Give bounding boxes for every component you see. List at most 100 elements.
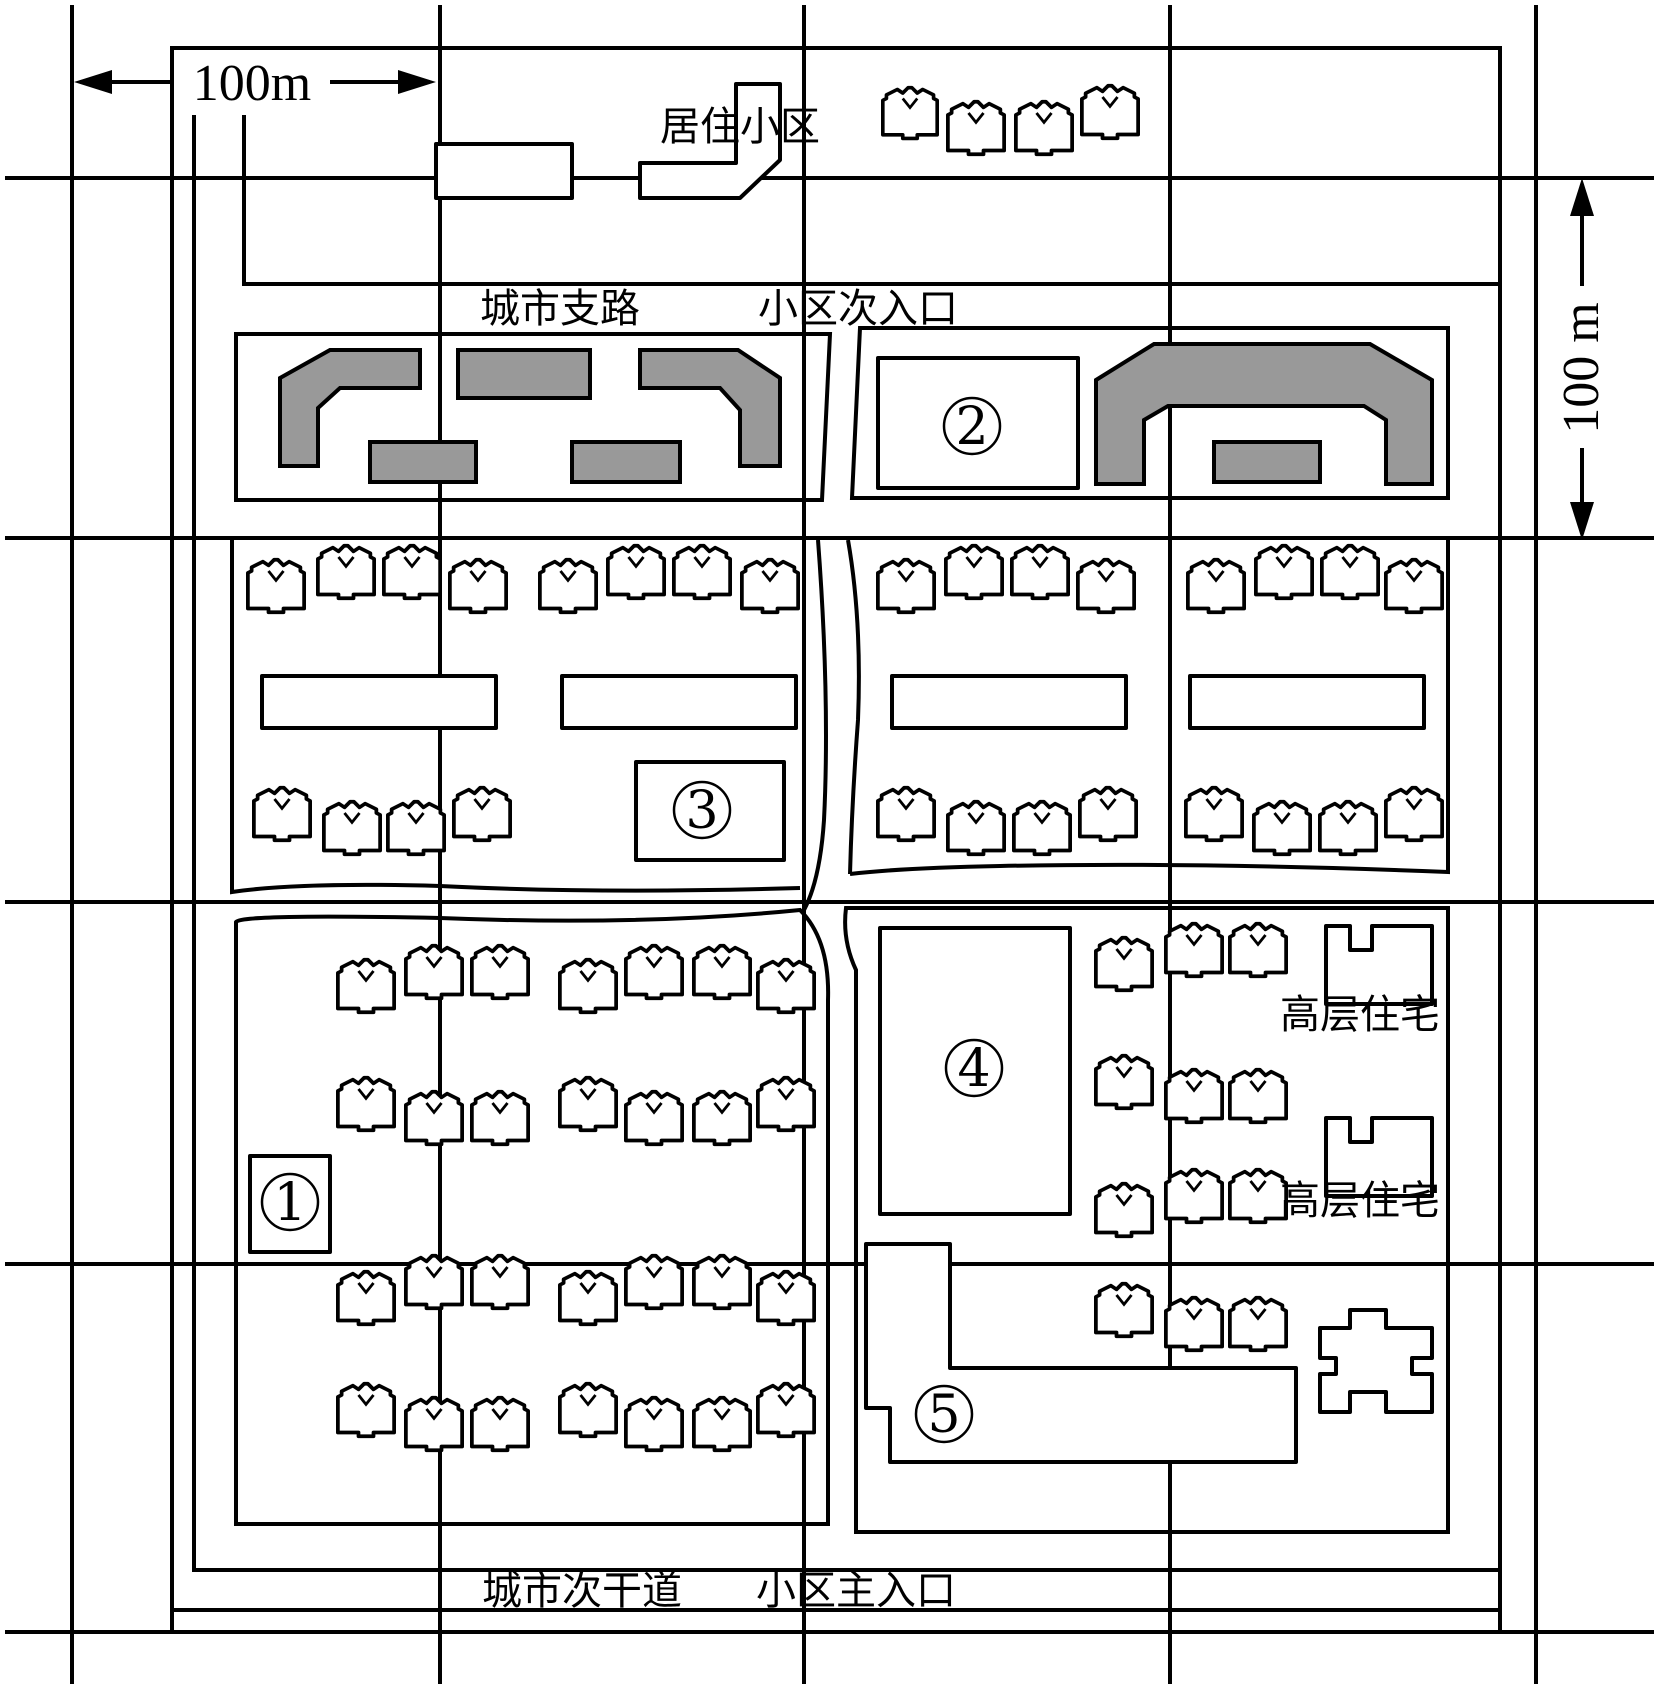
label-residential-district: 居住小区	[660, 104, 820, 150]
middle-left-block	[230, 539, 861, 911]
middle-right-block-outline	[849, 540, 1450, 876]
zone-4-number: 4	[957, 1039, 990, 1099]
zone-4-circle	[944, 1038, 1004, 1098]
branch-road-top	[242, 115, 1500, 286]
middle-right-block	[849, 540, 1450, 876]
scale-v-arrow-top-icon	[1570, 178, 1594, 216]
middle-spine-road-b	[846, 539, 861, 875]
shaded-building-l2	[456, 348, 592, 400]
low-villa-38	[1093, 1281, 1155, 1339]
north-building-a	[434, 142, 574, 200]
zone-2-number: 2	[955, 397, 988, 457]
low-villa-30	[1163, 921, 1225, 979]
mid-bar-3	[890, 674, 1128, 730]
zone-5-number: 5	[927, 1385, 960, 1445]
mid-villa-10	[321, 799, 383, 857]
outer-road-left	[170, 46, 1502, 1632]
mid-villa-4	[447, 557, 509, 615]
mid-villa-11	[385, 799, 447, 857]
low-villa-8	[335, 1075, 397, 1133]
mid-villa-8	[739, 557, 801, 615]
mid-bar-4	[1188, 674, 1426, 730]
mid-villa-2	[315, 543, 377, 601]
low-villa-9	[403, 1089, 465, 1147]
mid-villa-27	[1317, 799, 1379, 857]
low-villa-17	[469, 1253, 531, 1311]
low-villa-35	[1093, 1181, 1155, 1239]
low-villa-40	[1227, 1295, 1289, 1353]
top-right-block	[849, 326, 1450, 500]
label-branch-road: 城市支路	[480, 286, 640, 332]
scale-v-arrow-bottom-icon	[1570, 502, 1594, 540]
mid-villa-6	[605, 543, 667, 601]
top-left-block-outline	[234, 332, 833, 502]
mid-villa-20	[1383, 557, 1445, 615]
label-high-rise-1: 高层住宅	[1280, 992, 1440, 1038]
mid-villa-21	[875, 785, 937, 843]
low-villa-25	[557, 1381, 619, 1439]
mid-villa-15	[1009, 543, 1071, 601]
mid-villa-1	[245, 557, 307, 615]
north-building-b	[638, 82, 782, 200]
middle-spine-road-a	[802, 539, 828, 911]
shaded-building-l4	[368, 440, 478, 484]
top-left-block	[234, 332, 833, 502]
low-villa-22	[335, 1381, 397, 1439]
mid-bar-2	[560, 674, 798, 730]
lower-right-block	[843, 906, 1450, 1534]
scale-h-arrow-right-icon	[398, 70, 436, 94]
low-villa-7	[755, 957, 817, 1015]
mid-villa-19	[1319, 543, 1381, 601]
zone-2-circle	[942, 396, 1002, 456]
mid-villa-22	[945, 799, 1007, 857]
mid-villa-18	[1253, 543, 1315, 601]
low-villa-26	[623, 1395, 685, 1453]
zone-3-circle	[672, 780, 732, 840]
low-villa-15	[335, 1269, 397, 1327]
mid-villa-16	[1075, 557, 1137, 615]
low-villa-12	[623, 1089, 685, 1147]
mid-villa-13	[875, 557, 937, 615]
north-villa-3	[1013, 99, 1075, 157]
scale-vertical: 100 m	[1553, 178, 1610, 540]
low-villa-6	[691, 943, 753, 1001]
low-villa-16	[403, 1253, 465, 1311]
mid-villa-24	[1077, 785, 1139, 843]
low-villa-27	[691, 1395, 753, 1453]
label-main-entrance: 小区主入口	[756, 1568, 956, 1614]
low-villa-36	[1163, 1167, 1225, 1225]
high-rise-building-2	[1324, 1116, 1434, 1198]
label-secondary-entrance: 小区次入口	[758, 286, 958, 332]
mid-villa-5	[537, 557, 599, 615]
low-villa-32	[1093, 1053, 1155, 1111]
shaded-building-l5	[570, 440, 682, 484]
mid-villa-26	[1251, 799, 1313, 857]
low-villa-33	[1163, 1067, 1225, 1125]
high-rise-building-1	[1324, 924, 1434, 1006]
labels: 居住小区 城市支路 小区次入口 城市次干道 小区主入口 高层住宅 高层住宅	[480, 104, 1440, 1614]
low-villa-10	[469, 1089, 531, 1147]
mid-villa-12	[451, 785, 513, 843]
perimeter-roads	[170, 46, 1502, 1632]
zone-1-circle	[260, 1172, 320, 1232]
low-villa-23	[403, 1395, 465, 1453]
label-secondary-arterial: 城市次干道	[482, 1568, 682, 1614]
zone-5-circle	[914, 1384, 974, 1444]
zone-1-number: 1	[273, 1173, 306, 1233]
mid-bar-1	[260, 674, 498, 730]
scale-h-arrow-left-icon	[74, 70, 112, 94]
low-villa-5	[623, 943, 685, 1001]
low-villa-11	[557, 1075, 619, 1133]
low-villa-21	[755, 1269, 817, 1327]
mid-villa-17	[1185, 557, 1247, 615]
zone-4-frame	[878, 926, 1072, 1216]
mid-villa-7	[671, 543, 733, 601]
middle-left-block-outline	[230, 540, 801, 895]
zone-1-frame	[248, 1154, 332, 1254]
zone-5-building	[864, 1242, 1298, 1464]
zone-3-number: 3	[685, 781, 718, 841]
cross-building	[1318, 1308, 1434, 1414]
low-villa-4	[557, 957, 619, 1015]
low-villa-19	[623, 1253, 685, 1311]
north-district	[434, 82, 1141, 200]
